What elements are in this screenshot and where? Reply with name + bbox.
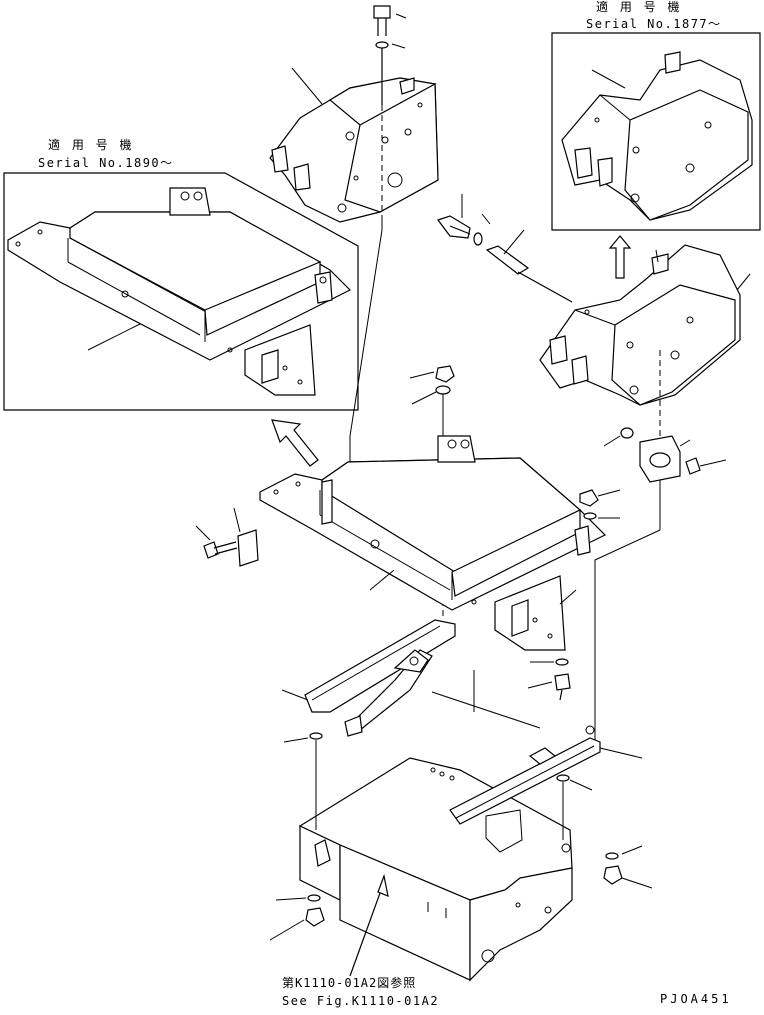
left-bolt-block bbox=[195, 507, 259, 567]
right-inset-serial: Serial No.1877〜 bbox=[586, 17, 722, 31]
arrow-to-left-inset bbox=[271, 419, 319, 467]
inset-frame-right bbox=[551, 32, 761, 231]
arrow-to-right-inset bbox=[608, 235, 632, 279]
right-nut-washer bbox=[579, 489, 621, 520]
pin-and-bolt bbox=[437, 194, 573, 303]
reference-note-jp: 第K1110-01A2図参照 bbox=[282, 976, 417, 990]
bottom-washers-nuts bbox=[269, 732, 653, 941]
main-plate-assembly bbox=[259, 435, 607, 651]
linkage-assembly bbox=[281, 619, 541, 737]
bushing bbox=[603, 427, 727, 483]
inset-left-box bbox=[7, 187, 352, 396]
left-inset-title: 適 用 号 機 bbox=[48, 138, 136, 152]
inset-frame-left bbox=[3, 172, 359, 411]
leader-bracket-to-plate bbox=[349, 215, 383, 462]
reference-arrow bbox=[349, 873, 389, 977]
leader-right-to-bottom bbox=[594, 529, 661, 740]
left-inset-serial: Serial No.1890〜 bbox=[38, 156, 174, 170]
right-inset-title: 適 用 号 機 bbox=[596, 0, 684, 14]
lower-washer-bolt bbox=[527, 658, 571, 701]
slide-rail bbox=[449, 725, 643, 825]
top-bracket bbox=[269, 67, 439, 223]
top-bolt bbox=[373, 5, 407, 49]
reference-note-en: See Fig.K1110-01A2 bbox=[282, 994, 440, 1008]
inset-right-bracket bbox=[561, 51, 753, 221]
bottom-base bbox=[298, 757, 573, 982]
drawing-code: PJOA451 bbox=[660, 992, 732, 1006]
right-bracket bbox=[539, 244, 751, 406]
